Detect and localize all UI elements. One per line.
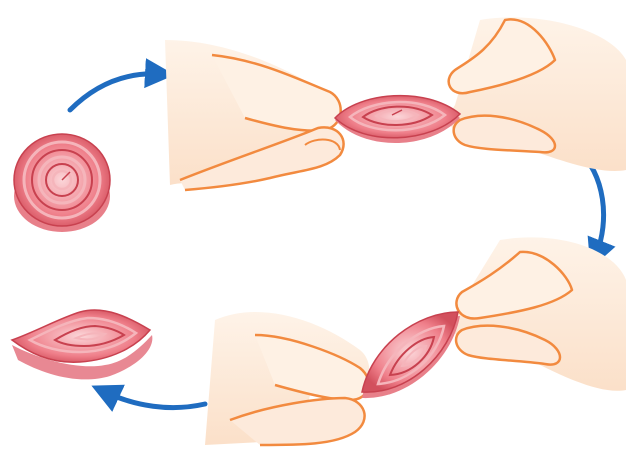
paper-coil-icon [12,310,152,379]
paper-coil-icon [14,134,110,232]
paper-coil-icon [335,96,460,143]
curved-arrow-icon [70,74,160,110]
hand-icon [205,312,369,445]
hand-icon [453,237,626,390]
curved-arrow-icon [105,392,205,408]
hand-icon [165,40,344,190]
hand-icon [449,17,626,171]
paper-coil-icon [362,312,460,398]
